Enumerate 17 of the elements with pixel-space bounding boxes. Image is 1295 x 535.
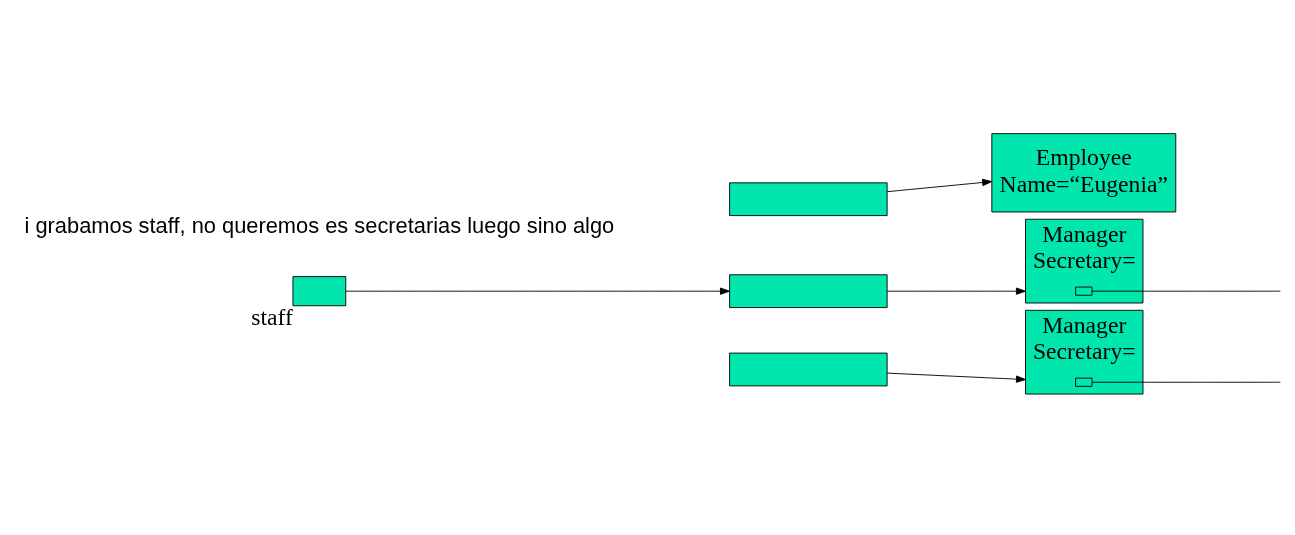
arrow bbox=[886, 178, 993, 193]
connector bbox=[1091, 290, 1281, 292]
cluster: Manager Secretary= bbox=[1025, 309, 1144, 395]
node-label: staff bbox=[251, 303, 293, 330]
node-box bbox=[729, 352, 888, 387]
node-box bbox=[1075, 286, 1093, 296]
node-box bbox=[729, 182, 888, 217]
arrow bbox=[886, 372, 1026, 383]
arrow bbox=[886, 287, 1026, 295]
node-box: Employee Name=“Eugenia” bbox=[991, 133, 1177, 213]
arrow bbox=[345, 287, 730, 295]
node-box bbox=[729, 274, 888, 309]
label: i grabamos staff, no queremos es secretarias luego sino algo bbox=[24, 213, 615, 239]
node-box bbox=[1075, 377, 1093, 387]
node-box bbox=[292, 276, 347, 307]
connector bbox=[1091, 381, 1281, 383]
cluster: Manager Secretary= bbox=[1025, 218, 1144, 304]
